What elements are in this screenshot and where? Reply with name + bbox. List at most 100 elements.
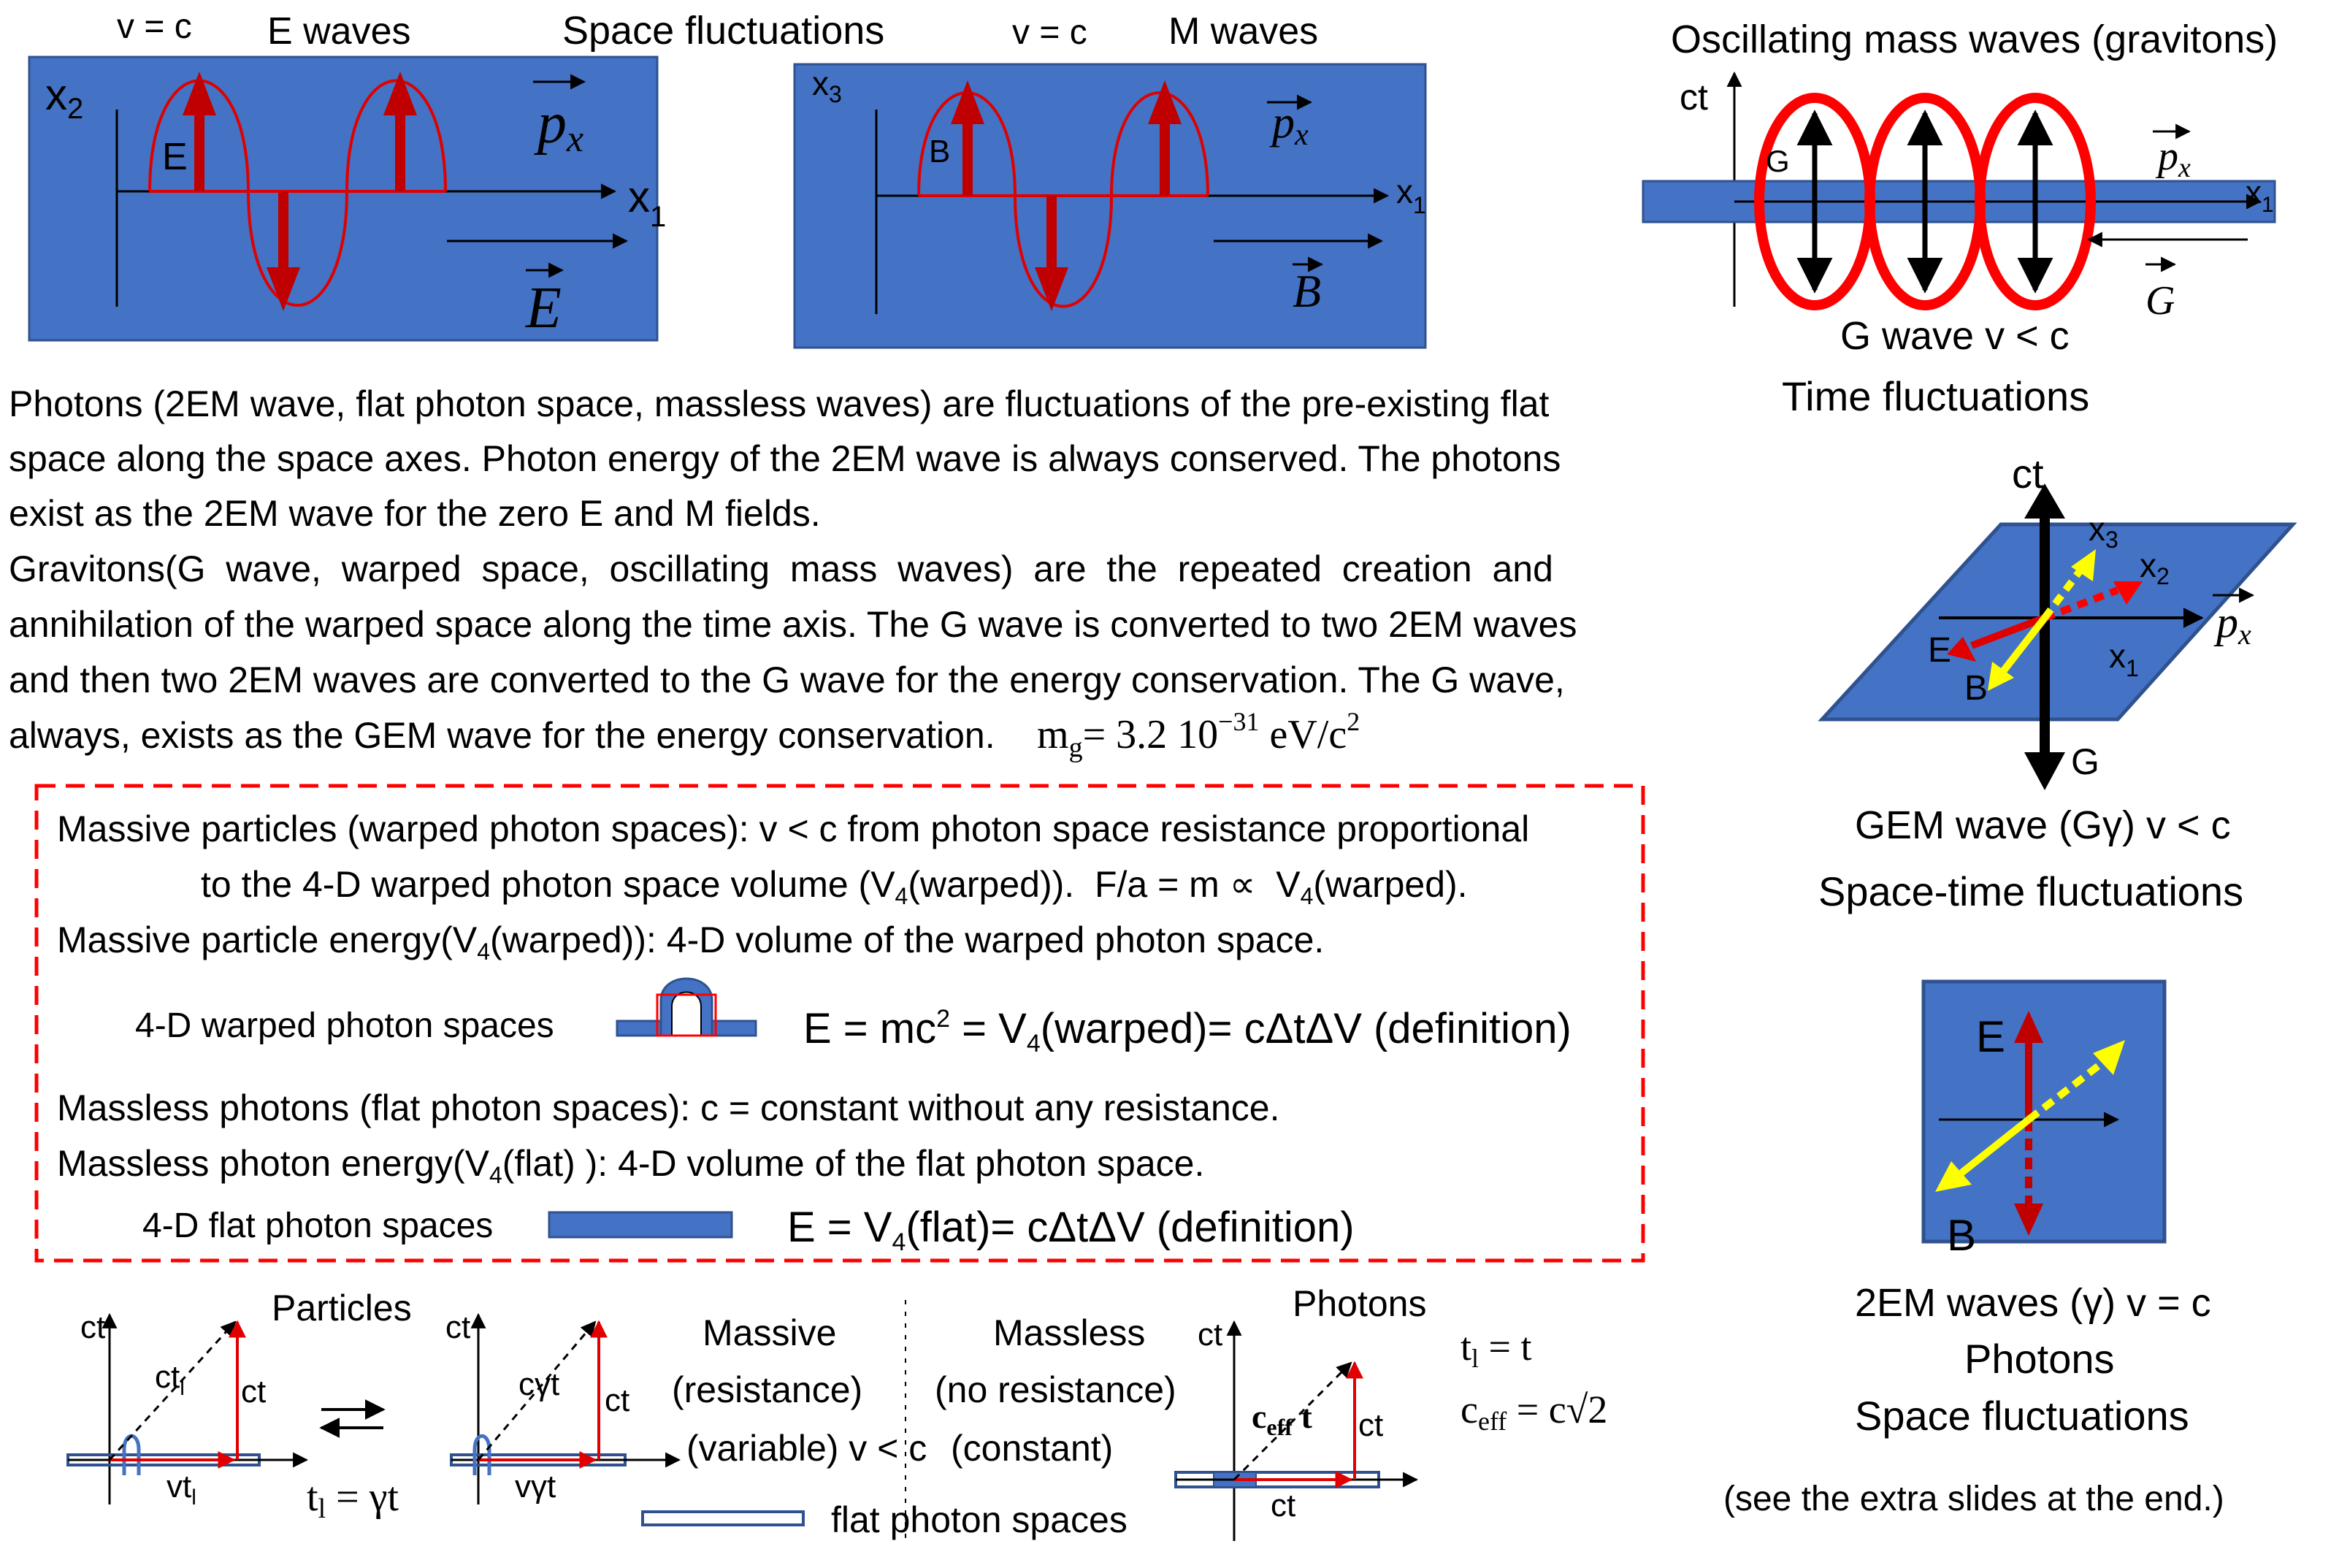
box-line-4: Massless photons (flat photon spaces): c… [57,1087,1280,1128]
e-panel-title: E waves [267,10,411,53]
m-field-arrow-3 [1160,121,1170,196]
m-panel-p-label: p [1269,98,1295,148]
no-resistance-label: (no resistance) [935,1369,1176,1410]
e-field-arrow-3 [395,111,405,191]
two-em-panel: E B 2EM waves (γ) v = c Photons Space fl… [1723,979,2224,1518]
particles-vtl-label: vt [166,1469,191,1504]
gem-wave-panel: ct G x3 x2 px E B x1 GEM wave (Gγ) v < c… [1818,451,2297,914]
photons-line-2: space along the space axes. Photon energ… [9,438,1561,479]
g-letter: G [1766,144,1790,178]
e-panel-y-label-sub: 2 [67,93,83,125]
gem-plane [1818,522,2297,722]
m-field-arrow-2 [1046,196,1057,272]
gem-ct-arrow [2024,483,2065,519]
e-panel-x-label-sub: 1 [650,201,666,233]
photons-ct-bottom-label: ct [1271,1488,1295,1523]
box-line-3: Massive particle energy(V4(warped)): 4-D… [57,919,1324,965]
gem-e-label: E [1928,631,1951,670]
space-fluctuations-label: Space fluctuations [562,9,884,53]
two-em-e-arrow [2014,1011,2043,1043]
g-panel-ct-label: ct [1680,77,1708,118]
gravitons-line-4: always, exists as the GEM wave for the e… [9,715,995,756]
ceff-t-label: ceff t [1252,1398,1312,1440]
two-em-b-arrow [1935,1161,1972,1192]
gem-g-label: G [2071,741,2099,782]
two-em-caption-4: (see the extra slides at the end.) [1723,1480,2224,1518]
dashed-border [34,784,1645,1263]
two-em-caption-1: 2EM waves (γ) v = c [1855,1281,2211,1325]
warped-space-icon [616,977,757,1037]
e-field-letter: E [162,136,188,178]
flat-space-icon [548,1211,733,1239]
gravitons-line-3: and then two 2EM waves are converted to … [9,659,1565,700]
box-line-1: Massive particles (warped photon spaces)… [57,808,1529,849]
massive-vgt-label: vγt [515,1469,556,1504]
massless-label: Massless [993,1312,1145,1353]
m-field-arrow-1 [962,121,973,196]
e-panel-field-vector: E [525,276,562,340]
massive-label: Massive [703,1312,836,1353]
gem-caption-2: Space-time fluctuations [1818,868,2243,914]
svg-text:x1: x1 [1396,172,1426,218]
e-panel-background [28,56,659,342]
ceff-equation: ceff = c√2 [1461,1388,1607,1436]
g-caption-2: Time fluctuations [1782,373,2089,419]
svg-text:px: px [534,91,583,160]
g-panel-title: Oscillating mass waves (gravitons) [1671,18,2278,61]
svg-text:x3: x3 [2089,510,2118,553]
photons-ct-axis-label: ct [1198,1317,1222,1353]
svg-text:px: px [2155,134,2191,183]
gem-caption-1: GEM wave (Gγ) v < c [1855,803,2231,847]
svg-text:px: px [1269,98,1309,152]
m-panel-y-label: x [812,64,829,102]
svg-text:x1: x1 [2246,175,2274,217]
two-em-caption-3: Space fluctuations [1855,1393,2189,1439]
m-panel-title: M waves [1168,10,1318,53]
svg-text:px: px [2213,598,2251,651]
bottom-diagrams: ct ctl ct vtl Particles tl = γt ct cγt c… [66,1283,1607,1541]
e-field-arrow-1 [194,111,204,191]
two-em-b-label: B [1947,1211,1976,1260]
m-panel-field-vector: B [1293,265,1321,317]
massive-ct-axis-label: ct [445,1309,470,1345]
g-panel-p-label: p [2155,134,2178,179]
svg-text:ctl: ctl [155,1359,185,1400]
time-dilation-equation: tl = γt [307,1475,399,1524]
particles-ctl-label: ct [155,1359,180,1395]
photons-label: Photons [1293,1283,1426,1324]
gem-p-label: p [2213,598,2238,646]
m-field-letter: B [929,134,950,169]
gem-x1-label: x [2109,637,2126,675]
massive-energy-equation: E = mc2 = V4(warped)= cΔtΔV (definition) [803,1005,1572,1058]
photons-line-3: exist as the 2EM wave for the zero E and… [9,493,821,534]
gravitons-line-1: Gravitons(G wave, warped space, oscillat… [9,548,1553,589]
flat-spaces-label: 4-D flat photon spaces [142,1206,493,1245]
e-panel-p-label: p [534,91,567,156]
box-line-5: Massless photon energy(V4(flat) ): 4-D v… [57,1143,1204,1188]
m-panel-velocity: v = c [1012,13,1087,52]
particles-ct-axis-label: ct [80,1309,105,1345]
photons-ct-label: ct [1358,1407,1383,1443]
svg-text:x1: x1 [628,172,666,233]
two-em-background [1921,979,2167,1244]
box-line-2: to the 4-D warped photon space volume (V… [201,864,1468,909]
gem-x3-label: x [2089,510,2105,548]
e-panel-velocity: v = c [117,7,192,46]
g-oscillation-ring-3 [1975,93,2096,310]
particles-label: Particles [272,1288,412,1328]
energy-definition-box: Massive particles (warped photon spaces)… [34,784,1645,1263]
constant-label: (constant) [951,1428,1113,1469]
svg-text:x2: x2 [2140,546,2170,589]
e-panel-y-label: x [45,70,67,119]
two-em-e-label: E [1976,1012,2005,1061]
svg-text:x2: x2 [45,70,83,125]
photon-time-equation: tl = t [1461,1325,1532,1373]
gem-e-arrow [1947,637,1976,662]
e-panel-x-label: x [628,172,650,221]
e-field-arrow-2 [278,191,288,272]
flat-spaces-legend: flat photon spaces [831,1499,1128,1540]
gem-b-label: B [1964,669,1988,708]
massive-ct-label: ct [605,1382,629,1418]
